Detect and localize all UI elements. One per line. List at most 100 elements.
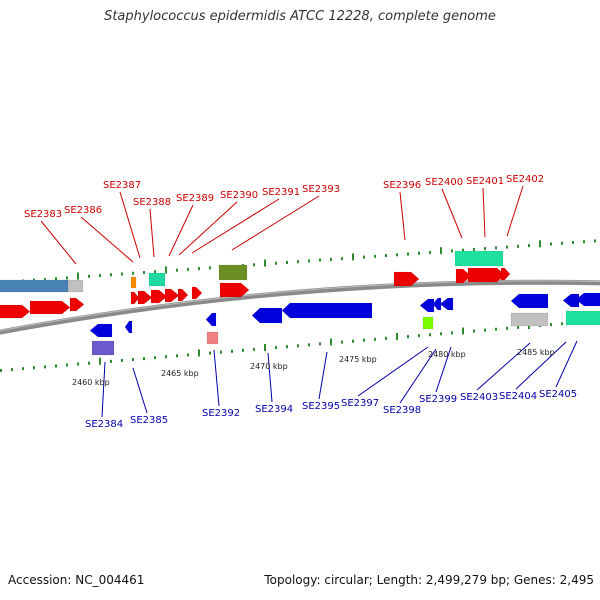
gene-label-se2389: SE2389 [176, 193, 214, 204]
tick-mark [385, 336, 387, 340]
gene-feature [137, 290, 153, 305]
tick-mark [242, 348, 244, 352]
label-leader-line [119, 191, 141, 259]
tick-mark [385, 254, 387, 258]
tick-mark [297, 260, 299, 264]
tick-mark [495, 327, 497, 331]
tick-mark [55, 277, 57, 281]
tick-mark [429, 250, 431, 254]
label-leader-line [191, 198, 280, 254]
gene-feature [281, 302, 373, 319]
tick-mark [352, 339, 354, 343]
gene-label-se2402: SE2402 [506, 174, 544, 185]
gene-feature [393, 271, 420, 287]
label-leader-line [441, 188, 463, 239]
tick-mark [451, 331, 453, 335]
tick-mark [308, 259, 310, 263]
scale-labels: 2460 kbp 2465 kbp 2470 kbp 2475 kbp 2480 kbp… [72, 348, 555, 387]
tick-mark [176, 268, 178, 272]
gene-feature [219, 282, 250, 298]
label-leader-line [168, 204, 194, 257]
gene-feature [218, 264, 248, 281]
gene-feature [562, 293, 580, 308]
scale-label: 2480 kbp [428, 350, 466, 359]
tick-mark [143, 270, 145, 274]
tick-mark [187, 353, 189, 357]
tick-mark [561, 241, 563, 245]
gene-feature [164, 288, 180, 303]
tick-mark [132, 271, 134, 275]
label-leader-line [506, 185, 524, 237]
tick-mark [550, 242, 552, 246]
map-title: Staphylococcus epidermidis ATCC 12228, c… [104, 9, 496, 24]
label-leader-line [213, 349, 220, 407]
topology-text: Topology: circular; Length: 2,499,279 bp… [264, 573, 594, 587]
gene-label-se2395: SE2395 [302, 401, 340, 412]
gene-feature [29, 300, 71, 315]
scale-label: 2470 kbp [250, 362, 288, 371]
tick-mark [33, 366, 35, 370]
gene-label-se2386: SE2386 [64, 205, 102, 216]
gene-feature [565, 310, 600, 326]
tick-mark [561, 322, 563, 326]
tick-mark [330, 338, 332, 346]
tick-mark [264, 344, 266, 351]
genome-backbone [0, 279, 600, 335]
scale-label: 2465 kbp [161, 369, 199, 378]
tick-mark [462, 327, 464, 335]
label-leader-line [318, 351, 328, 400]
tick-mark [88, 361, 90, 365]
tick-mark [55, 364, 57, 368]
tick-mark [198, 267, 200, 271]
tick-mark [176, 354, 178, 358]
tick-mark [275, 346, 277, 350]
tick-mark [418, 334, 420, 338]
gene-feature [67, 279, 84, 293]
gene-feature [69, 297, 85, 312]
tick-mark [297, 344, 299, 348]
tick-mark [484, 247, 486, 251]
label-leader-line [40, 220, 77, 265]
tick-mark [473, 329, 475, 333]
gene-feature [177, 288, 189, 302]
tick-mark [264, 259, 266, 267]
gene-feature [510, 293, 549, 309]
gene-feature [91, 340, 115, 356]
tick-mark [22, 367, 24, 371]
gene-label-se2391: SE2391 [262, 187, 300, 198]
tick-mark [484, 328, 486, 332]
gene-feature [500, 267, 511, 281]
gene-label-se2393: SE2393 [302, 184, 340, 195]
gene-label-se2399: SE2399 [419, 394, 457, 405]
gene-label-se2394: SE2394 [255, 404, 293, 415]
tick-mark [352, 253, 354, 261]
scale-label: 2460 kbp [72, 378, 110, 387]
label-leader-line [101, 361, 106, 418]
tick-mark [132, 358, 134, 361]
tick-mark [99, 274, 101, 278]
label-leader-line [80, 216, 134, 263]
gene-feature [251, 307, 283, 324]
label-leader-line [476, 342, 531, 391]
tick-mark [407, 335, 409, 339]
label-leader-line [267, 352, 273, 403]
tick-mark [363, 255, 365, 259]
tick-mark [198, 349, 200, 357]
label-leader-line [399, 191, 406, 241]
tick-mark [583, 240, 585, 244]
scale-label: 2475 kbp [339, 355, 377, 364]
label-leader-line [399, 348, 437, 404]
tick-mark [231, 349, 233, 353]
gene-feature [148, 272, 166, 287]
tick-mark [363, 338, 365, 342]
gene-feature [432, 297, 442, 311]
scale-label: 2485 kbp [517, 348, 555, 357]
tick-mark [286, 260, 288, 264]
label-leader-line [435, 346, 452, 393]
tick-mark [110, 273, 112, 277]
label-leader-line [357, 346, 429, 397]
gene-feature [206, 331, 219, 345]
tick-mark [308, 343, 310, 347]
tick-mark [165, 266, 167, 274]
tick-mark [429, 333, 431, 337]
